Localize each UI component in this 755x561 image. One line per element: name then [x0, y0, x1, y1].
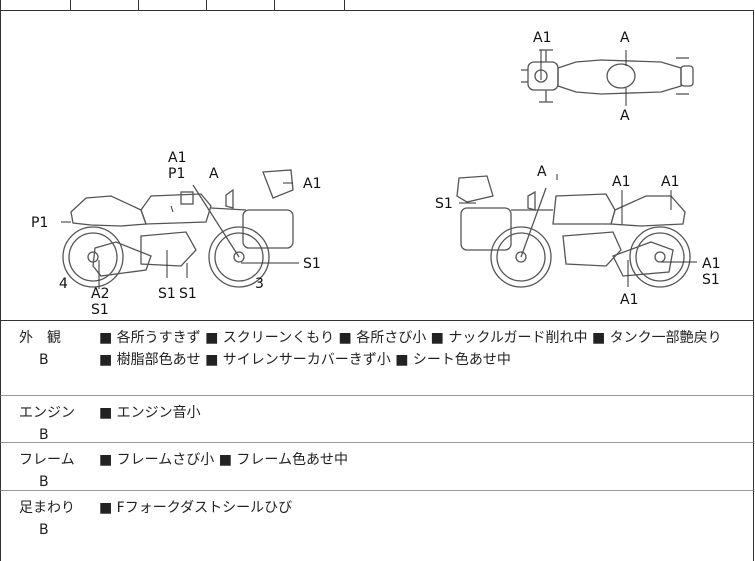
row-description: ■ 各所うすきず ■ スクリーンくもり ■ 各所さび小 ■ ナックルガード削れ中… — [99, 330, 722, 368]
label-right-a1-exhaust: A1 — [620, 292, 638, 308]
row-description: ■ エンジン音小 — [99, 405, 201, 421]
row-category: 足まわり — [19, 500, 75, 516]
label-right-s1-screen: S1 — [435, 196, 453, 212]
header-row-strip — [0, 0, 754, 11]
label-right-a1-wheel: A1 — [702, 256, 720, 272]
condition-row-exterior: 外 観 B ■ 各所うすきず ■ スクリーンくもり ■ 各所さび小 ■ ナックル… — [0, 321, 754, 396]
label-left-a1-top: A1 — [168, 150, 186, 166]
label-left-p1-fender: P1 — [31, 215, 48, 231]
row-grade: B — [39, 522, 49, 538]
label-left-s1-bottom: S1 — [91, 302, 109, 318]
leader-lines — [61, 50, 697, 289]
row-category: フレーム — [19, 452, 75, 468]
label-left-p1-top: P1 — [168, 166, 185, 182]
damage-diagram: A1 A A A1 P1 A A1 P1 4 A2 S1 S1 S1 3 S1 … — [0, 10, 754, 321]
label-left-3: 3 — [255, 276, 264, 292]
label-left-4: 4 — [59, 276, 68, 292]
motorcycle-top-view — [521, 49, 694, 103]
motorcycle-right-view — [456, 175, 691, 288]
label-left-s1-wheel: S1 — [303, 256, 321, 272]
row-grade: B — [39, 474, 49, 490]
label-top-a-rear: A — [620, 108, 630, 124]
label-left-s1-engine: S1 — [158, 286, 176, 302]
row-description: ■ フレームさび小 ■ フレーム色あせ中 — [99, 452, 348, 468]
label-right-s1-wheel: S1 — [702, 272, 720, 288]
label-left-a1-screen: A1 — [303, 176, 321, 192]
condition-row-frame: フレーム B ■ フレームさび小 ■ フレーム色あせ中 — [0, 443, 754, 491]
label-top-a1: A1 — [533, 30, 551, 46]
condition-row-suspension: 足まわり B ■ Fフォークダストシールひび — [0, 491, 754, 561]
motorcycle-diagram: A1 A A A1 P1 A A1 P1 4 A2 S1 S1 S1 3 S1 … — [31, 30, 720, 318]
motorcycle-left-view — [62, 169, 294, 288]
condition-row-engine: エンジン B ■ エンジン音小 — [0, 396, 754, 443]
label-right-a-mirror: A — [537, 164, 547, 180]
label-right-a1-tank: A1 — [612, 174, 630, 190]
row-grade: B — [39, 427, 49, 443]
row-category: エンジン — [19, 405, 75, 421]
label-left-a-mirror: A — [209, 166, 219, 182]
row-grade: B — [39, 352, 49, 368]
label-left-s1-exhaust: S1 — [179, 286, 197, 302]
label-left-a2: A2 — [91, 286, 109, 302]
row-category: 外 観 — [19, 330, 61, 346]
row-description: ■ Fフォークダストシールひび — [99, 500, 293, 516]
label-right-a1-tail: A1 — [661, 174, 679, 190]
label-top-a-front: A — [620, 30, 630, 46]
